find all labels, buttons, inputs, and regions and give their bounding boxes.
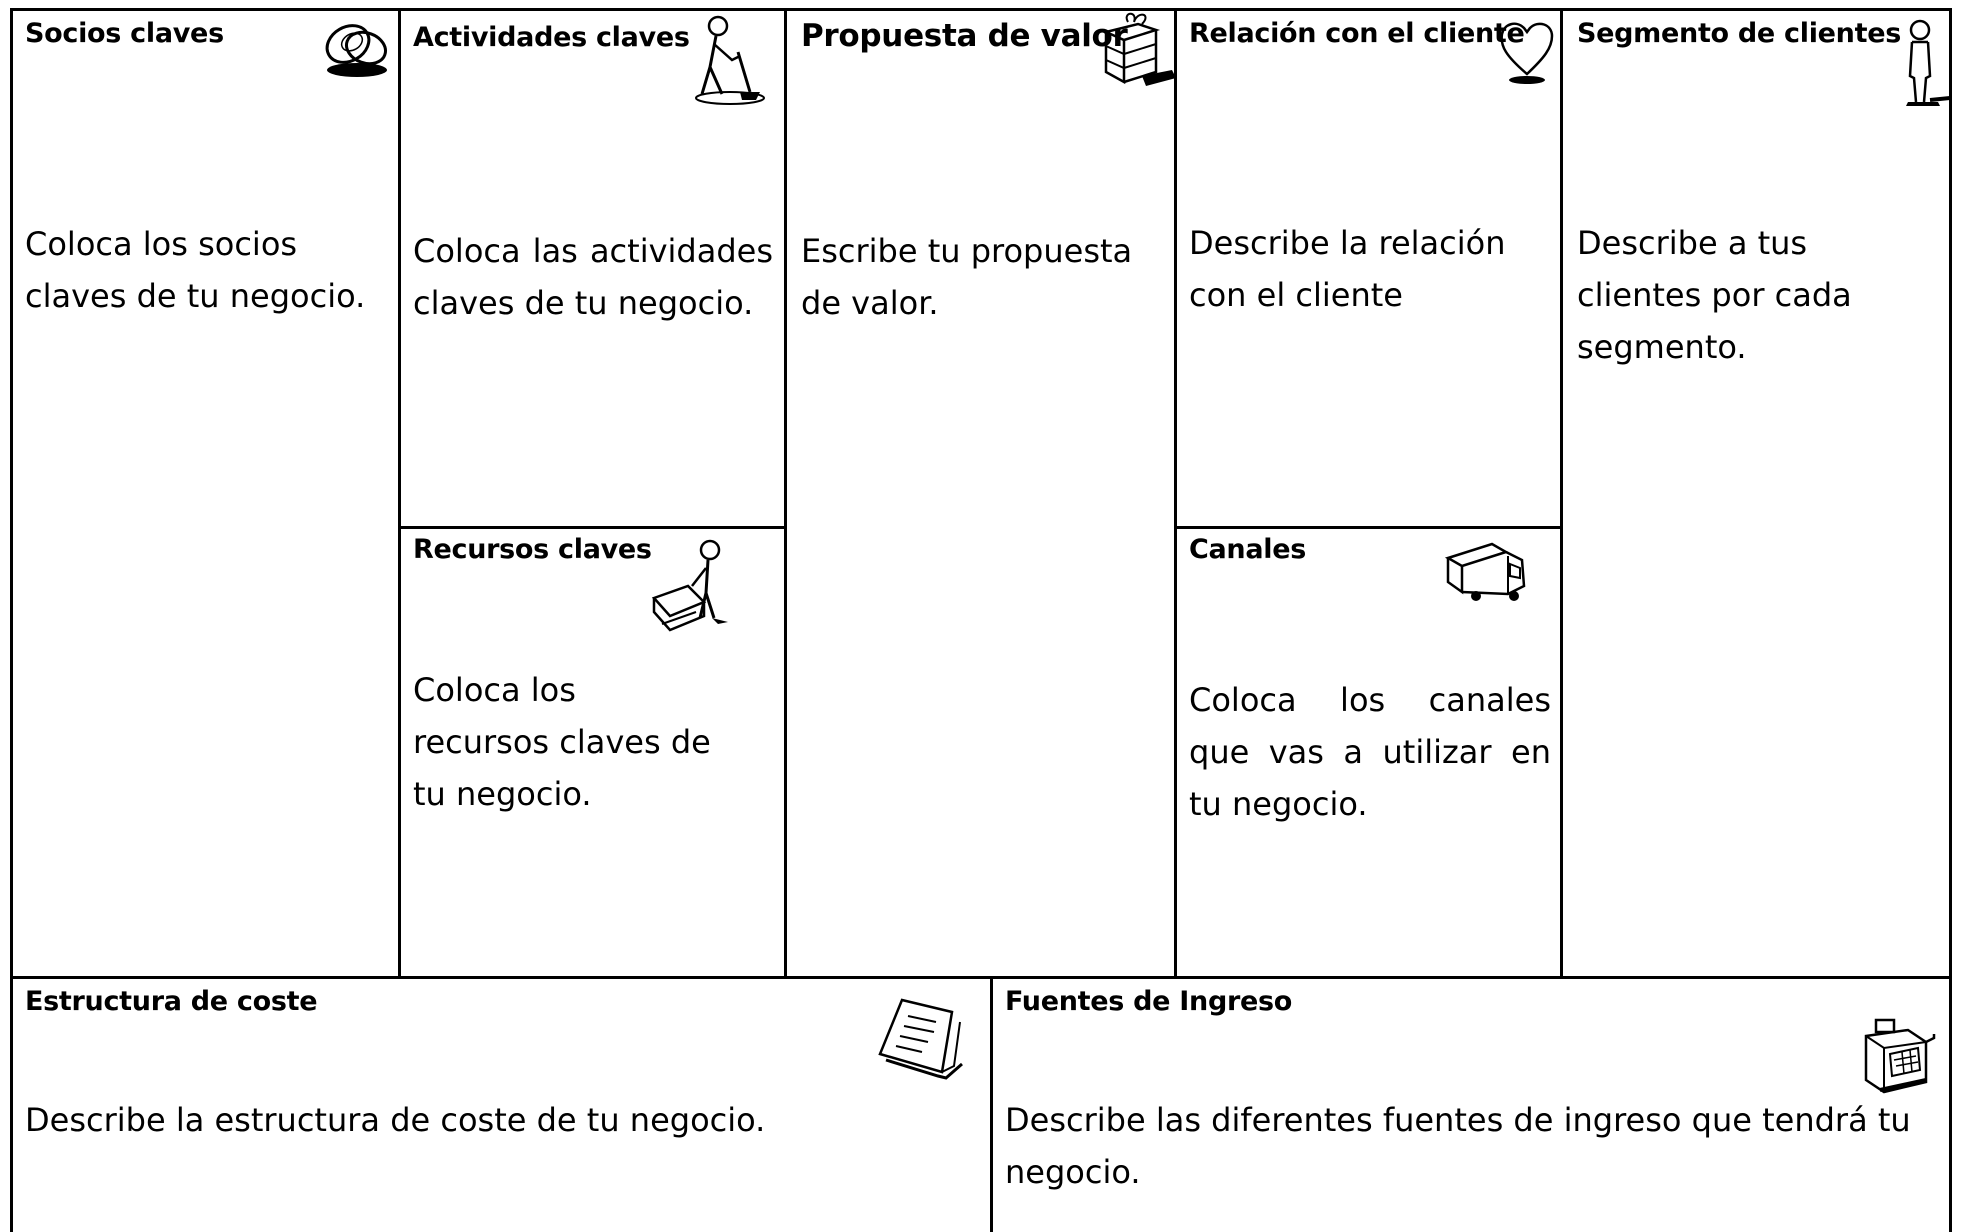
estructura-coste-block: Estructura de coste Describe la estructu…: [10, 978, 992, 1232]
relacion-cliente-block: Relación con el cliente Describe la rela…: [1176, 8, 1562, 528]
canales-text: Coloca los canales que vas a utilizar en…: [1189, 681, 1551, 823]
actividades-claves-title: Actividades claves: [413, 22, 690, 53]
grid-line: [10, 8, 1952, 11]
grid-line: [10, 976, 1952, 979]
canales-title: Canales: [1189, 534, 1307, 565]
receipt-papers-icon: [872, 994, 972, 1084]
grid-line: [398, 8, 401, 978]
canales-block: Canales Coloca los canales que vas a uti…: [1176, 528, 1562, 978]
estructura-coste-title: Estructura de coste: [25, 986, 318, 1017]
recursos-claves-title: Recursos claves: [413, 534, 652, 565]
socios-claves-title: Socios claves: [25, 18, 224, 49]
recursos-claves-text: Coloca los recursos claves de tu negocio…: [413, 671, 711, 813]
grid-line: [784, 8, 787, 978]
fuentes-ingreso-block: Fuentes de Ingreso Describe las diferent…: [992, 978, 1952, 1232]
grid-line: [1174, 8, 1177, 978]
grid-line: [1174, 526, 1563, 529]
segmento-clientes-block: Segmento de clientes Describe a tus clie…: [1562, 8, 1952, 978]
grid-line: [1949, 8, 1952, 1232]
segmento-clientes-title: Segmento de clientes: [1577, 18, 1901, 49]
propuesta-de-valor-block: Propuesta de valor Escribe tu propuesta …: [786, 8, 1176, 978]
grid-line: [10, 8, 13, 1232]
relacion-cliente-title: Relación con el cliente: [1189, 18, 1525, 49]
cash-register-icon: [1856, 1014, 1936, 1096]
socios-claves-block: Socios claves Coloca los socios claves d…: [10, 8, 400, 978]
standing-person-icon: [1894, 18, 1950, 118]
grid-line: [398, 526, 787, 529]
recursos-claves-block: Recursos claves Coloca los recursos clav…: [400, 528, 786, 978]
segmento-clientes-text: Describe a tus clientes por cada segment…: [1577, 224, 1852, 366]
grid-line: [990, 976, 993, 1232]
socios-claves-text: Coloca los socios claves de tu negocio.: [25, 225, 366, 315]
propuesta-de-valor-title: Propuesta de valor: [801, 18, 1128, 54]
rings-icon: [312, 14, 398, 84]
propuesta-de-valor-text: Escribe tu propuesta de valor.: [801, 232, 1133, 322]
fuentes-ingreso-text: Describe las diferentes fuentes de ingre…: [1005, 1101, 1911, 1191]
gift-box-icon: [1098, 12, 1178, 92]
actividades-claves-text: Coloca las actividades claves de tu nego…: [413, 232, 773, 322]
truck-icon: [1442, 538, 1538, 618]
fuentes-ingreso-title: Fuentes de Ingreso: [1005, 986, 1293, 1017]
actividades-claves-block: Actividades claves Coloca las actividade…: [400, 8, 786, 528]
estructura-coste-text: Describe la estructura de coste de tu ne…: [25, 1101, 766, 1139]
heart-icon: [1496, 16, 1558, 88]
grid-line: [1560, 8, 1563, 978]
digging-person-icon: [680, 12, 770, 107]
relacion-cliente-text: Describe la relación con el cliente: [1189, 224, 1506, 314]
person-with-machine-icon: [648, 538, 748, 638]
